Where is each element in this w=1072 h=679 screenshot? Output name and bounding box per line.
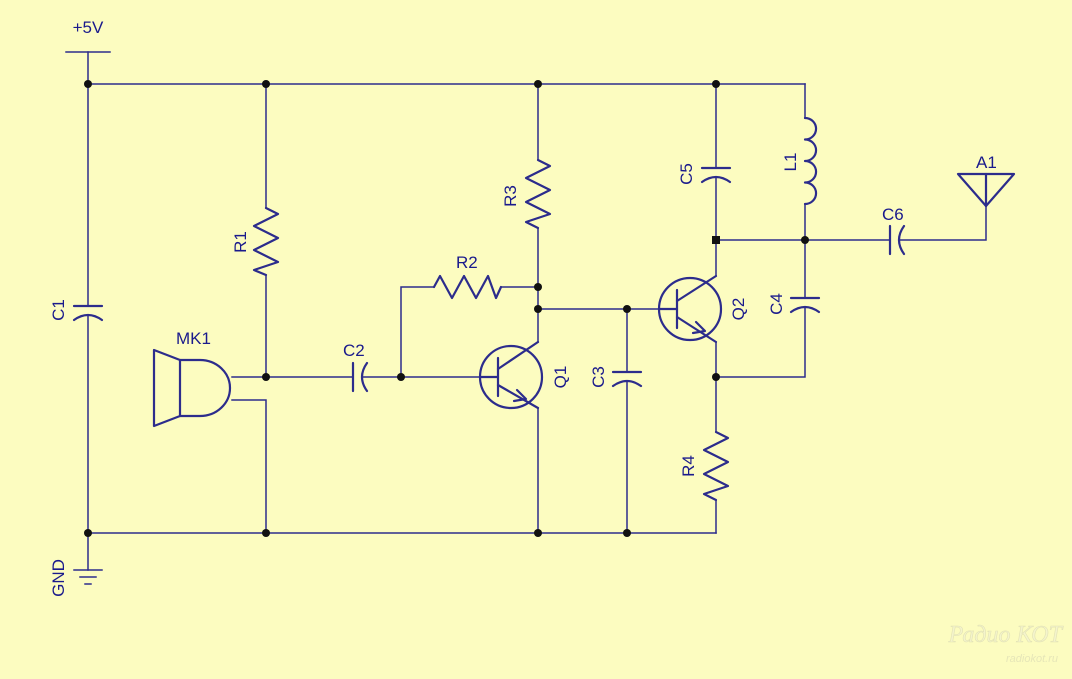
junction-dot (623, 529, 631, 537)
microphone-mk1 (152, 348, 232, 428)
antenna-a1 (956, 172, 1016, 208)
mk1-label: MK1 (176, 329, 211, 348)
wire-c6-out (898, 205, 987, 241)
junction-dot (262, 529, 270, 537)
resistor-r4 (702, 430, 730, 502)
junction-dot (623, 305, 631, 313)
c3-label: C3 (589, 366, 608, 388)
junction-dot (801, 236, 809, 244)
junction-dot (534, 80, 542, 88)
junction-dot (534, 283, 542, 291)
watermark-url: radiokot.ru (1006, 653, 1058, 665)
wire-c4-bottom (715, 307, 806, 378)
wire-r2-left (400, 286, 435, 378)
wires (65, 51, 987, 571)
resistor-r3 (524, 158, 552, 230)
c2-label: C2 (343, 341, 365, 360)
c1-label: C1 (49, 299, 68, 321)
watermark: Радио КОТ radiokot.ru (947, 622, 1064, 665)
capacitor-c1 (72, 304, 104, 322)
junction-dot (534, 305, 542, 313)
labels: +5V GND C1 R1 MK1 C2 R2 R3 Q1 C3 C5 L1 Q… (49, 18, 997, 597)
junction-dot (262, 373, 270, 381)
ground-symbol (73, 569, 103, 585)
resistor-r1 (252, 206, 280, 277)
junction-dot (84, 80, 92, 88)
c4-label: C4 (767, 293, 786, 315)
a1-label: A1 (976, 153, 997, 172)
wire-mic-gnd (231, 399, 267, 534)
junction-dot (397, 373, 405, 381)
l1-label: L1 (781, 153, 800, 172)
junction-dot (712, 373, 720, 381)
capacitor-c3 (611, 370, 643, 388)
junctions (84, 80, 809, 537)
capacitor-c5 (700, 166, 732, 184)
inductor-l1 (803, 116, 818, 206)
capacitor-c4 (789, 296, 821, 314)
r4-label: R4 (679, 455, 698, 477)
q2-label: Q2 (729, 298, 748, 321)
watermark-logo: Радио КОТ (948, 622, 1064, 648)
junction-dot (534, 529, 542, 537)
c6-label: C6 (882, 205, 904, 224)
gnd-label: GND (49, 559, 68, 597)
r3-label: R3 (501, 185, 520, 207)
capacitor-c6 (888, 224, 906, 256)
junction-dot (712, 80, 720, 88)
vcc-label: +5V (73, 18, 104, 37)
transistor-q2 (657, 274, 723, 344)
resistor-r2 (432, 274, 503, 300)
junction-dot (84, 529, 92, 537)
c5-label: C5 (677, 163, 696, 185)
junction-square (712, 236, 720, 244)
transistor-q1 (478, 340, 544, 410)
junction-dot (262, 80, 270, 88)
q1-label: Q1 (551, 366, 570, 389)
r2-label: R2 (456, 253, 478, 272)
capacitor-c2 (351, 361, 369, 393)
r1-label: R1 (231, 231, 250, 253)
